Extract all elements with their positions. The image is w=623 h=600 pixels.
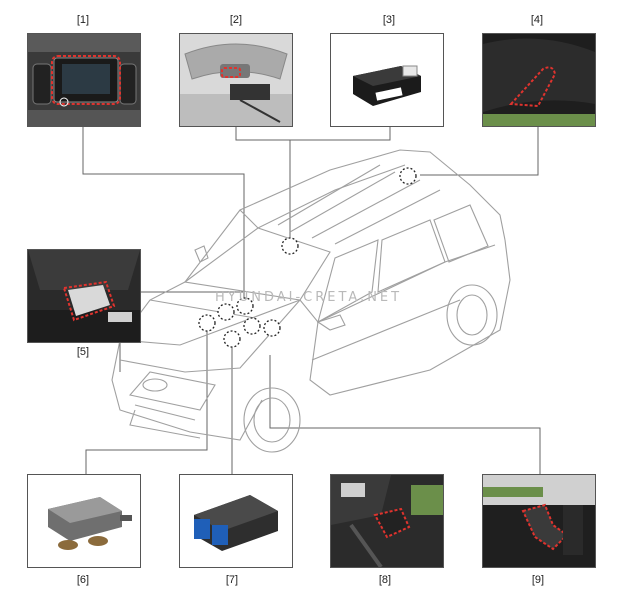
callout-label-1: [1]: [76, 14, 90, 26]
airbag-control-unit-photo-icon: [180, 475, 292, 567]
callout-label-8: [8]: [378, 574, 392, 586]
location-markers: [198, 167, 417, 348]
photo-panel-1: [27, 33, 141, 127]
photo-panel-6: [27, 474, 141, 568]
marker-9: [263, 319, 281, 337]
car-body: [111, 149, 511, 453]
connector-module-photo-icon: [28, 475, 140, 567]
photo-panel-4: [482, 33, 596, 127]
overhead-console-photo-icon: [180, 34, 292, 126]
photo-panel-2: [179, 33, 293, 127]
under-dash-module-photo-icon: [331, 475, 443, 567]
marker-2: [281, 237, 299, 255]
sensor-module-photo-icon: [331, 34, 443, 126]
marker-1: [236, 297, 254, 315]
floor-console-module-photo-icon: [28, 250, 140, 342]
marker-7: [223, 330, 241, 348]
marker-8: [243, 317, 261, 335]
callout-label-7: [7]: [225, 574, 239, 586]
photo-panel-7: [179, 474, 293, 568]
marker-4: [399, 167, 417, 185]
photo-panel-8: [330, 474, 444, 568]
callout-label-4: [4]: [530, 14, 544, 26]
photo-panel-9: [482, 474, 596, 568]
dashboard-head-unit-photo-icon: [28, 34, 140, 126]
photo-panel-5: [27, 249, 141, 343]
marker-5: [217, 303, 235, 321]
photo-panel-3: [330, 33, 444, 127]
leader-lines: [82, 126, 541, 474]
watermark-text: HYUNDAI-CRETA.NET: [215, 290, 403, 305]
callout-label-5: [5]: [76, 346, 90, 358]
callout-label-3: [3]: [382, 14, 396, 26]
callout-label-6: [6]: [76, 574, 90, 586]
roof-panel-photo-icon: [483, 34, 595, 126]
footwell-module-photo-icon: [483, 475, 595, 567]
callout-label-9: [9]: [531, 574, 545, 586]
marker-6: [198, 314, 216, 332]
callout-label-2: [2]: [229, 14, 243, 26]
